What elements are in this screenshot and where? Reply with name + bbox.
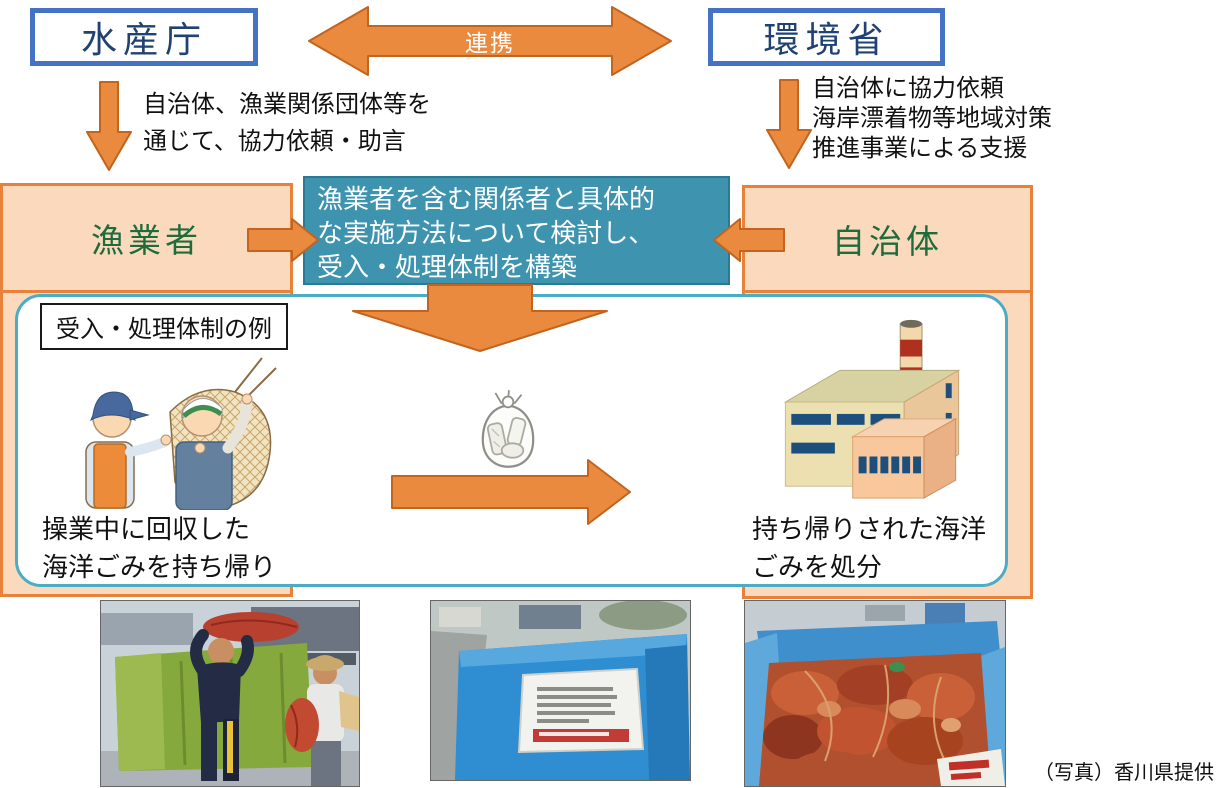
bring-to-disposal-arrow-icon: [390, 458, 632, 526]
consultation-box: 漁業者を含む関係者と具体的 な実施方法について検討し、 受入・処理体制を構築: [303, 176, 730, 285]
consultation-to-example-arrow-icon: [351, 283, 609, 353]
photo-loading-green-container: [100, 600, 360, 787]
fisheries-agency-label: 水産庁: [80, 19, 207, 60]
photo-credit: （写真）香川県提供: [1034, 762, 1214, 784]
disposal-factory-icon: [764, 308, 980, 506]
dispose-caption: 持ち帰りされた海洋 ごみを処分: [752, 514, 987, 582]
cooperation-arrow: 連携: [307, 4, 673, 78]
fishers-label: 漁業者: [91, 222, 202, 259]
bring-back-caption: 操業中に回収した 海洋ごみを持ち帰り: [42, 514, 277, 582]
fisheries-agency-box: 水産庁: [30, 8, 258, 66]
photo-container-with-debris: [744, 600, 1006, 787]
environment-note: 自治体に協力依頼 海岸漂着物等地域対策 推進事業による支援: [812, 75, 1052, 162]
municipality-to-consultation-arrow-icon: [712, 217, 786, 263]
cooperation-label: 連携: [465, 30, 515, 56]
photo-blue-container-sign: [430, 600, 691, 781]
garbage-bag-icon: [472, 386, 544, 470]
environment-ministry-label: 環境省: [763, 19, 890, 60]
environment-down-arrow-icon: [766, 78, 812, 170]
fisheries-note: 自治体、漁業関係団体等を 通じて、協力依頼・助言: [143, 91, 431, 155]
double-arrow-icon: [307, 4, 673, 78]
fisheries-down-arrow-icon: [86, 80, 132, 172]
fishers-to-consultation-arrow-icon: [246, 217, 320, 263]
example-title: 受入・処理体制の例: [40, 303, 288, 350]
environment-ministry-box: 環境省: [708, 8, 945, 66]
municipality-box: 自治体: [742, 185, 1033, 293]
municipality-label: 自治体: [832, 223, 943, 260]
fishers-with-net-illustration-icon: [50, 352, 278, 510]
